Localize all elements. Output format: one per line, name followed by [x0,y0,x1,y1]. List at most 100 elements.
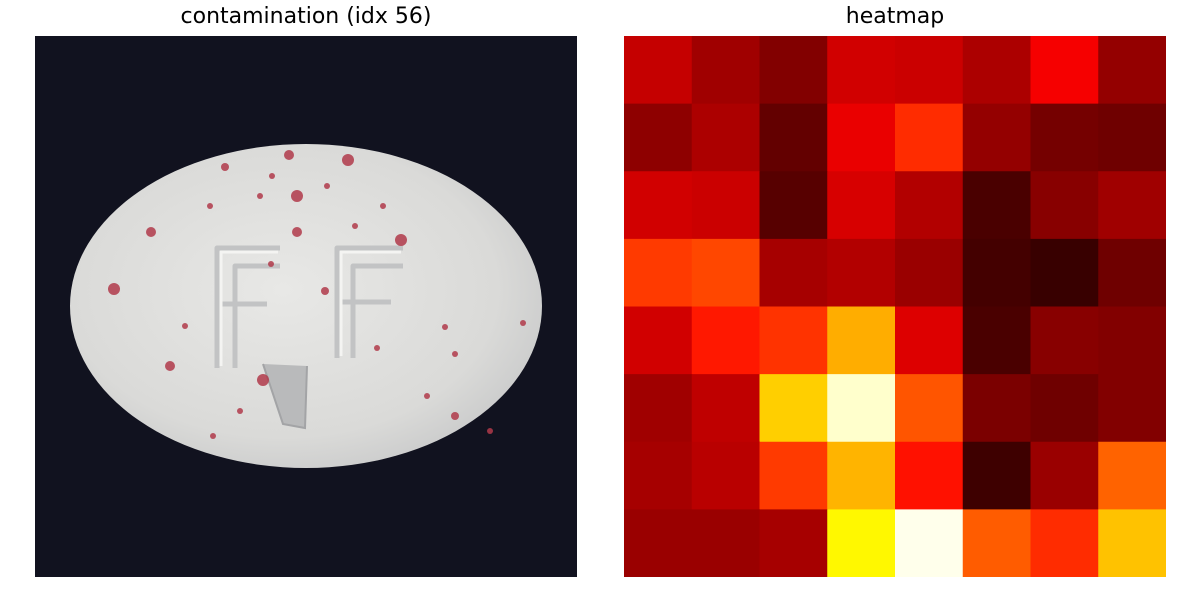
heatmap-cell [691,509,760,577]
heatmap-cell [962,103,1031,172]
heatmap-cell [1030,238,1099,308]
heatmap-cell [1030,509,1099,577]
embossed-letters [214,245,403,368]
heatmap-cell [1030,306,1099,375]
heatmap-cell [759,238,828,308]
tablet-photo-canvas [35,36,577,577]
contamination-speck [291,190,303,202]
contamination-speck [268,261,274,267]
contamination-speck [424,393,430,399]
heatmap-cell [1098,441,1166,510]
heatmap-cell [827,103,896,172]
contamination-speck [380,203,386,209]
contamination-speck [487,428,493,434]
heatmap-cell [962,306,1031,375]
contamination-speck [108,283,120,295]
heatmap-cell [827,509,896,577]
heatmap-cell [759,509,828,577]
heatmap-cell [1098,171,1166,240]
heatmap-cell [759,36,828,105]
heatmap-canvas [624,36,1166,577]
heatmap-cell [962,441,1031,510]
heatmap-cell [691,374,760,443]
contamination-speck [442,324,448,330]
heatmap-cell [1098,103,1166,172]
heatmap-cell [1030,36,1099,105]
heatmap-cell [827,36,896,105]
tablet-chip [262,363,308,430]
contamination-speck [451,412,459,420]
heatmap-cell [624,509,693,577]
heatmap-cell [691,306,760,375]
contamination-speck [452,351,458,357]
contamination-speck [374,345,380,351]
heatmap-cell [1098,509,1166,577]
heatmap-cell [691,441,760,510]
heatmap-cell [691,171,760,240]
heatmap-cell [962,238,1031,308]
heatmap-cell [827,238,896,308]
heatmap-cell [624,238,693,308]
contamination-specks [108,150,526,439]
heatmap-title: heatmap [845,4,945,29]
contamination-speck [395,234,407,246]
heatmap-cell [1030,171,1099,240]
heatmap-cell [759,171,828,240]
contamination-speck [210,433,216,439]
heatmap-cell [759,441,828,510]
contamination-speck [352,223,358,229]
heatmap-cell [1030,374,1099,443]
contamination-speck [520,320,526,326]
heatmap-cell [895,238,964,308]
heatmap-cell [827,306,896,375]
contamination-speck [342,154,354,166]
heatmap-cell [624,171,693,240]
heatmap-cell [895,36,964,105]
contamination-speck [324,183,330,189]
contamination-speck [284,150,294,160]
heatmap-cell [624,441,693,510]
heatmap-cell [691,238,760,308]
heatmap-cell [1030,103,1099,172]
tablet-photo [35,36,577,577]
heatmap-cell [962,509,1031,577]
contamination-speck [146,227,156,237]
contamination-speck [207,203,213,209]
heatmap-cell [1098,306,1166,375]
contamination-speck [182,323,188,329]
contamination-speck [257,374,269,386]
heatmap-cell [962,374,1031,443]
image-title: contamination (idx 56) [180,4,432,29]
heatmap-cell [624,374,693,443]
heatmap-cell [624,306,693,375]
heatmap-cell [895,374,964,443]
contamination-speck [292,227,302,237]
heatmap-cell [624,36,693,105]
heatmap-cell [691,103,760,172]
heatmap-cell [895,171,964,240]
heatmap-chart [624,36,1166,577]
heatmap-cell [1030,441,1099,510]
heatmap-cell [759,374,828,443]
heatmap-cell [962,171,1031,240]
heatmap-cell [895,441,964,510]
heatmap-cell [1098,374,1166,443]
heatmap-cell [759,306,828,375]
heatmap-cell [759,103,828,172]
heatmap-cell [1098,238,1166,308]
contamination-speck [257,193,263,199]
heatmap-cell [691,36,760,105]
tablet [70,144,542,468]
heatmap-cell [827,374,896,443]
contamination-speck [237,408,243,414]
contamination-speck [165,361,175,371]
embossed-letters-highlight [219,250,401,366]
contamination-speck [269,173,275,179]
contamination-speck [321,287,329,295]
heatmap-cell [827,171,896,240]
heatmap-cell [895,306,964,375]
heatmap-cell [962,36,1031,105]
heatmap-cell [827,441,896,510]
heatmap-cell [895,509,964,577]
contamination-speck [221,163,229,171]
